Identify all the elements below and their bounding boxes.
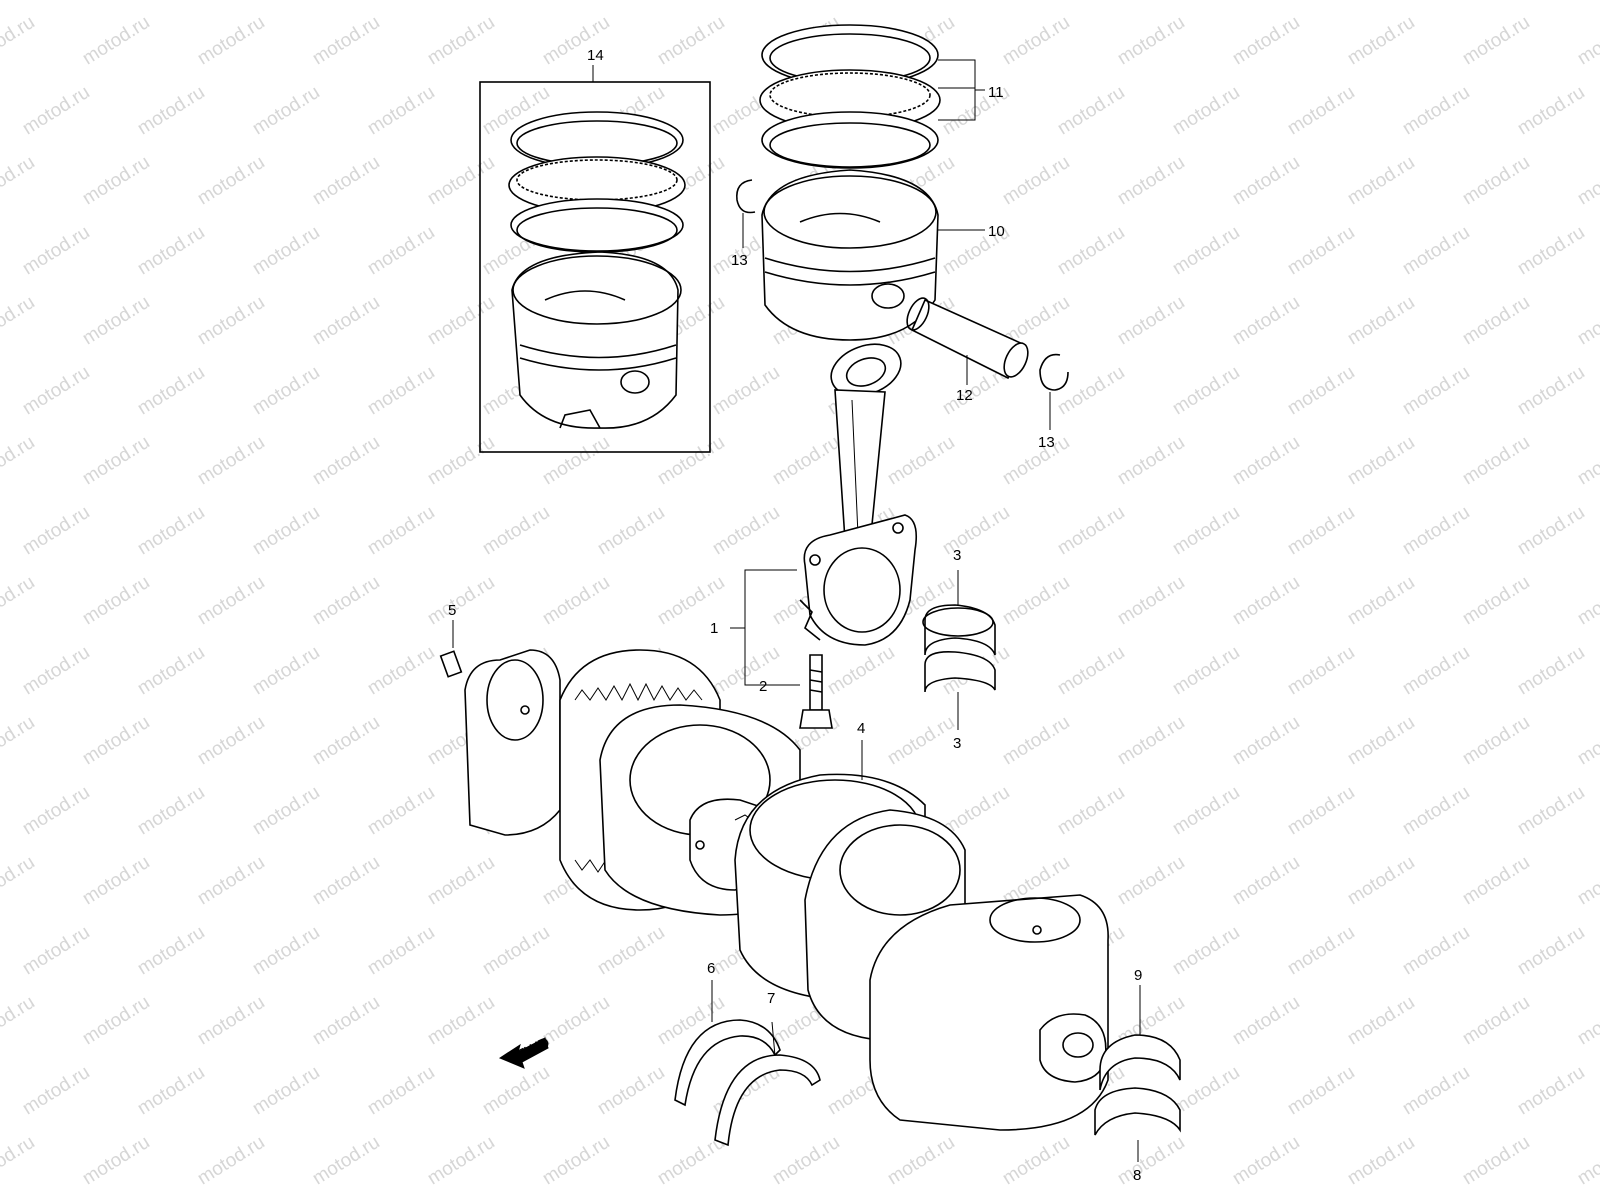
- woodruff-key: [439, 620, 463, 678]
- thrust-bearings: [674, 980, 821, 1147]
- callout-13-right: 13: [1038, 434, 1055, 451]
- callout-3-bottom: 3: [953, 735, 961, 752]
- callout-1: 1: [710, 620, 718, 637]
- crank-main-bearings: [1094, 985, 1181, 1162]
- callout-12: 12: [956, 387, 973, 404]
- callout-2: 2: [759, 678, 767, 695]
- callout-10: 10: [988, 223, 1005, 240]
- piston-pin: [906, 297, 1029, 385]
- callout-4: 4: [857, 720, 865, 737]
- conrod-bearings: [922, 570, 996, 730]
- callout-9: 9: [1134, 967, 1142, 984]
- piston-pin-circlips: [735, 179, 1069, 430]
- piston: [761, 169, 985, 341]
- callout-6: 6: [707, 960, 715, 977]
- piston-rings: [759, 24, 985, 169]
- callout-14: 14: [587, 47, 604, 64]
- callout-13-left: 13: [731, 252, 748, 269]
- callout-7: 7: [767, 990, 775, 1007]
- conrod-bolt: [775, 654, 833, 729]
- callout-11: 11: [988, 84, 1004, 101]
- callout-labels: 14 11 10 13 12 13 3 1 5 2 3 4 6 7 9 8: [448, 47, 1142, 1184]
- fwd-label: FWD: [514, 1034, 552, 1064]
- callout-3-top: 3: [953, 547, 961, 564]
- callout-5: 5: [448, 602, 456, 619]
- fwd-arrow-icon: FWD: [498, 1034, 553, 1069]
- connecting-rod: [730, 343, 918, 686]
- callout-8: 8: [1133, 1167, 1141, 1184]
- piston-set-box: [479, 65, 711, 453]
- crankshaft: [464, 649, 1109, 1131]
